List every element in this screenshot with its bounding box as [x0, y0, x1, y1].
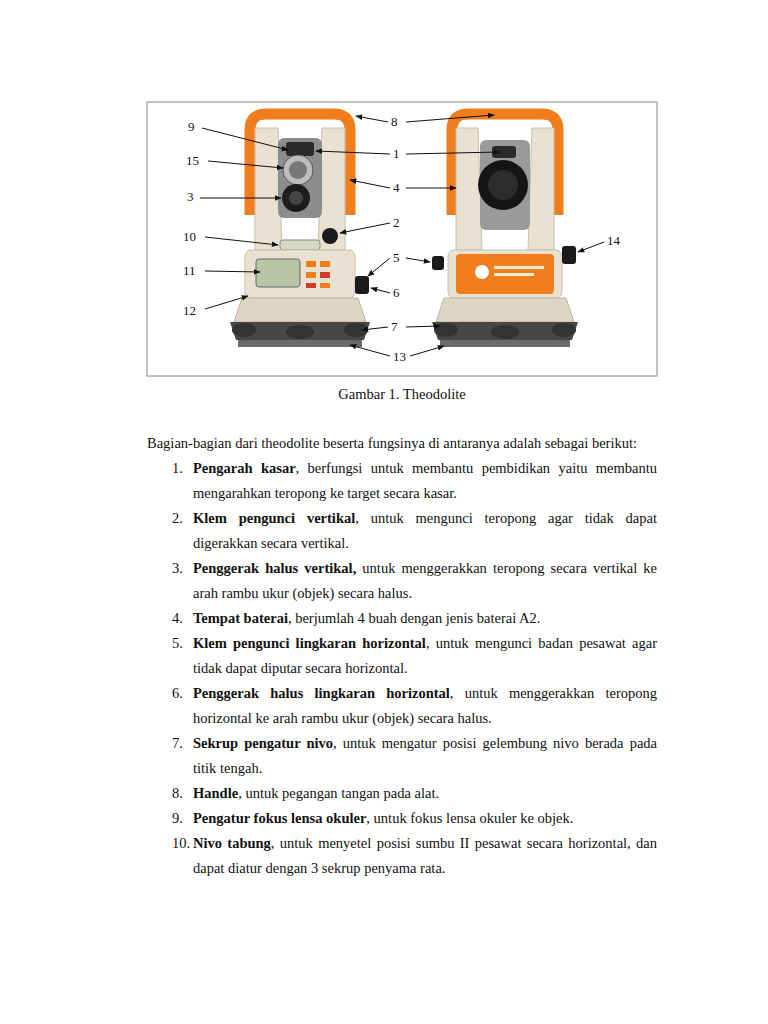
part-description: , untuk pegangan tangan pada alat. [238, 785, 439, 801]
part-description: , berjumlah 4 buah dengan jenis baterai … [288, 610, 540, 626]
list-number: 5. [172, 631, 183, 656]
callout-number: 2 [392, 216, 401, 230]
callout-number: 13 [392, 350, 407, 364]
part-term: Sekrup pengatur nivo [193, 735, 333, 751]
list-item: 3.Penggerak halus vertikal, untuk mengge… [147, 556, 657, 606]
part-description: , untuk fokus lensa okuler ke objek. [366, 810, 573, 826]
part-term: Handle [193, 785, 238, 801]
part-term: Tempat baterai [193, 610, 288, 626]
list-number: 6. [172, 681, 183, 706]
list-item: 6.Penggerak halus lingkaran horizontal, … [147, 681, 657, 731]
list-number: 4. [172, 606, 183, 631]
list-item: 2.Klem pengunci vertikal, untuk mengunci… [147, 506, 657, 556]
theodolite-back [432, 114, 578, 347]
list-item: 7.Sekrup pengatur nivo, untuk mengatur p… [147, 731, 657, 781]
body-text-block: Bagian-bagian dari theodolite beserta fu… [147, 431, 657, 881]
list-number: 9. [172, 806, 183, 831]
part-term: Penggerak halus lingkaran horizontal [193, 685, 450, 701]
callout-number: 9 [187, 120, 196, 134]
part-term: Klem pengunci lingkaran horizontal [193, 635, 426, 651]
theodolite-front [230, 114, 370, 347]
list-item: 4. Tempat baterai, berjumlah 4 buah denga… [147, 606, 657, 631]
list-item: 10.Nivo tabung, untuk menyetel posisi su… [147, 831, 657, 881]
part-term: Pengatur fokus lensa okuler [193, 810, 366, 826]
callout-number: 12 [182, 304, 197, 318]
list-number: 7. [172, 731, 183, 756]
part-term: Pengarah kasar [193, 460, 296, 476]
callout-number: 5 [392, 251, 401, 265]
list-number: 10. [172, 831, 190, 856]
callout-number: 7 [390, 320, 399, 334]
part-term: Klem pengunci vertikal [193, 510, 355, 526]
callout-number: 15 [185, 154, 200, 168]
list-item: 8. Handle, untuk pegangan tangan pada ala… [147, 781, 657, 806]
part-term: Nivo tabung [193, 835, 271, 851]
figure-caption: Gambar 1. Theodolite [147, 385, 657, 403]
leader-lines [200, 115, 604, 356]
intro-paragraph: Bagian-bagian dari theodolite beserta fu… [147, 431, 657, 456]
callout-number: 6 [392, 286, 401, 300]
part-term: Penggerak halus vertikal, [193, 560, 356, 576]
callout-number: 3 [186, 190, 195, 204]
callout-number: 8 [390, 115, 399, 129]
callout-number: 10 [182, 230, 197, 244]
callout-number: 11 [182, 264, 197, 278]
list-number: 8. [172, 781, 183, 806]
callout-number: 14 [606, 234, 621, 248]
list-number: 2. [172, 506, 183, 531]
list-item: 5.Klem pengunci lingkaran horizontal, un… [147, 631, 657, 681]
list-item: 1.Pengarah kasar, berfungsi untuk memban… [147, 456, 657, 506]
list-number: 3. [172, 556, 183, 581]
list-item: 9. Pengatur fokus lensa okuler, untuk fok… [147, 806, 657, 831]
figure-frame [147, 102, 657, 376]
list-number: 1. [172, 456, 183, 481]
callout-number: 4 [392, 181, 401, 195]
callout-number: 1 [392, 147, 401, 161]
